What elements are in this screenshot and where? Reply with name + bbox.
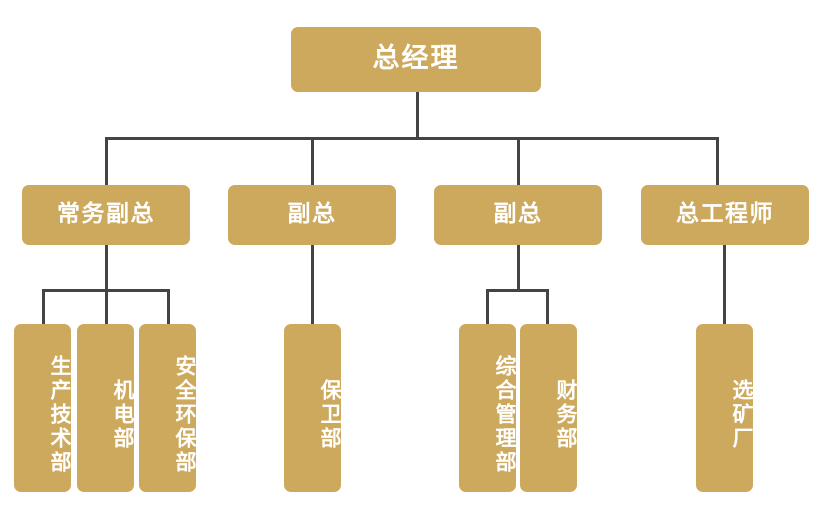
org-node-executive-vice-president[interactable]: 常务副总 [22, 185, 190, 245]
org-node-security-dept[interactable]: 保卫部 [284, 324, 342, 492]
connector-n3-stem [517, 245, 520, 291]
org-node-vice-president-1[interactable]: 副总 [228, 185, 396, 245]
connector-root-to-n2 [311, 137, 314, 185]
connector-n1-stem [105, 245, 108, 291]
connector-n3-to-n10 [546, 289, 549, 325]
connector-root-to-n3 [517, 137, 520, 185]
connector-n4-to-n11 [723, 245, 726, 325]
connector-root-stem [416, 92, 419, 139]
connector-n1-to-n5 [42, 289, 45, 325]
org-node-ore-dressing-plant[interactable]: 选矿厂 [696, 324, 754, 492]
connector-n2-to-n8 [311, 245, 314, 325]
connector-n1-to-n7 [167, 289, 170, 325]
org-node-vice-president-2[interactable]: 副总 [434, 185, 602, 245]
org-node-chief-engineer[interactable]: 总工程师 [641, 185, 809, 245]
org-node-general-manager[interactable]: 总经理 [291, 27, 541, 92]
org-node-general-management-dept[interactable]: 综合管理部 [459, 324, 517, 492]
org-node-finance-dept[interactable]: 财务部 [520, 324, 578, 492]
connector-n1-to-n6 [105, 289, 108, 325]
connector-n3-to-n9 [486, 289, 489, 325]
org-node-production-technology-dept[interactable]: 生产技术部 [14, 324, 72, 492]
org-node-safety-environmental-dept[interactable]: 安全环保部 [139, 324, 197, 492]
connector-root-to-n1 [105, 137, 108, 185]
connector-root-to-n4 [716, 137, 719, 185]
org-node-mechanical-electrical-dept[interactable]: 机电部 [77, 324, 135, 492]
connector-n3-bus [486, 289, 549, 292]
connector-root-bus [105, 137, 719, 140]
